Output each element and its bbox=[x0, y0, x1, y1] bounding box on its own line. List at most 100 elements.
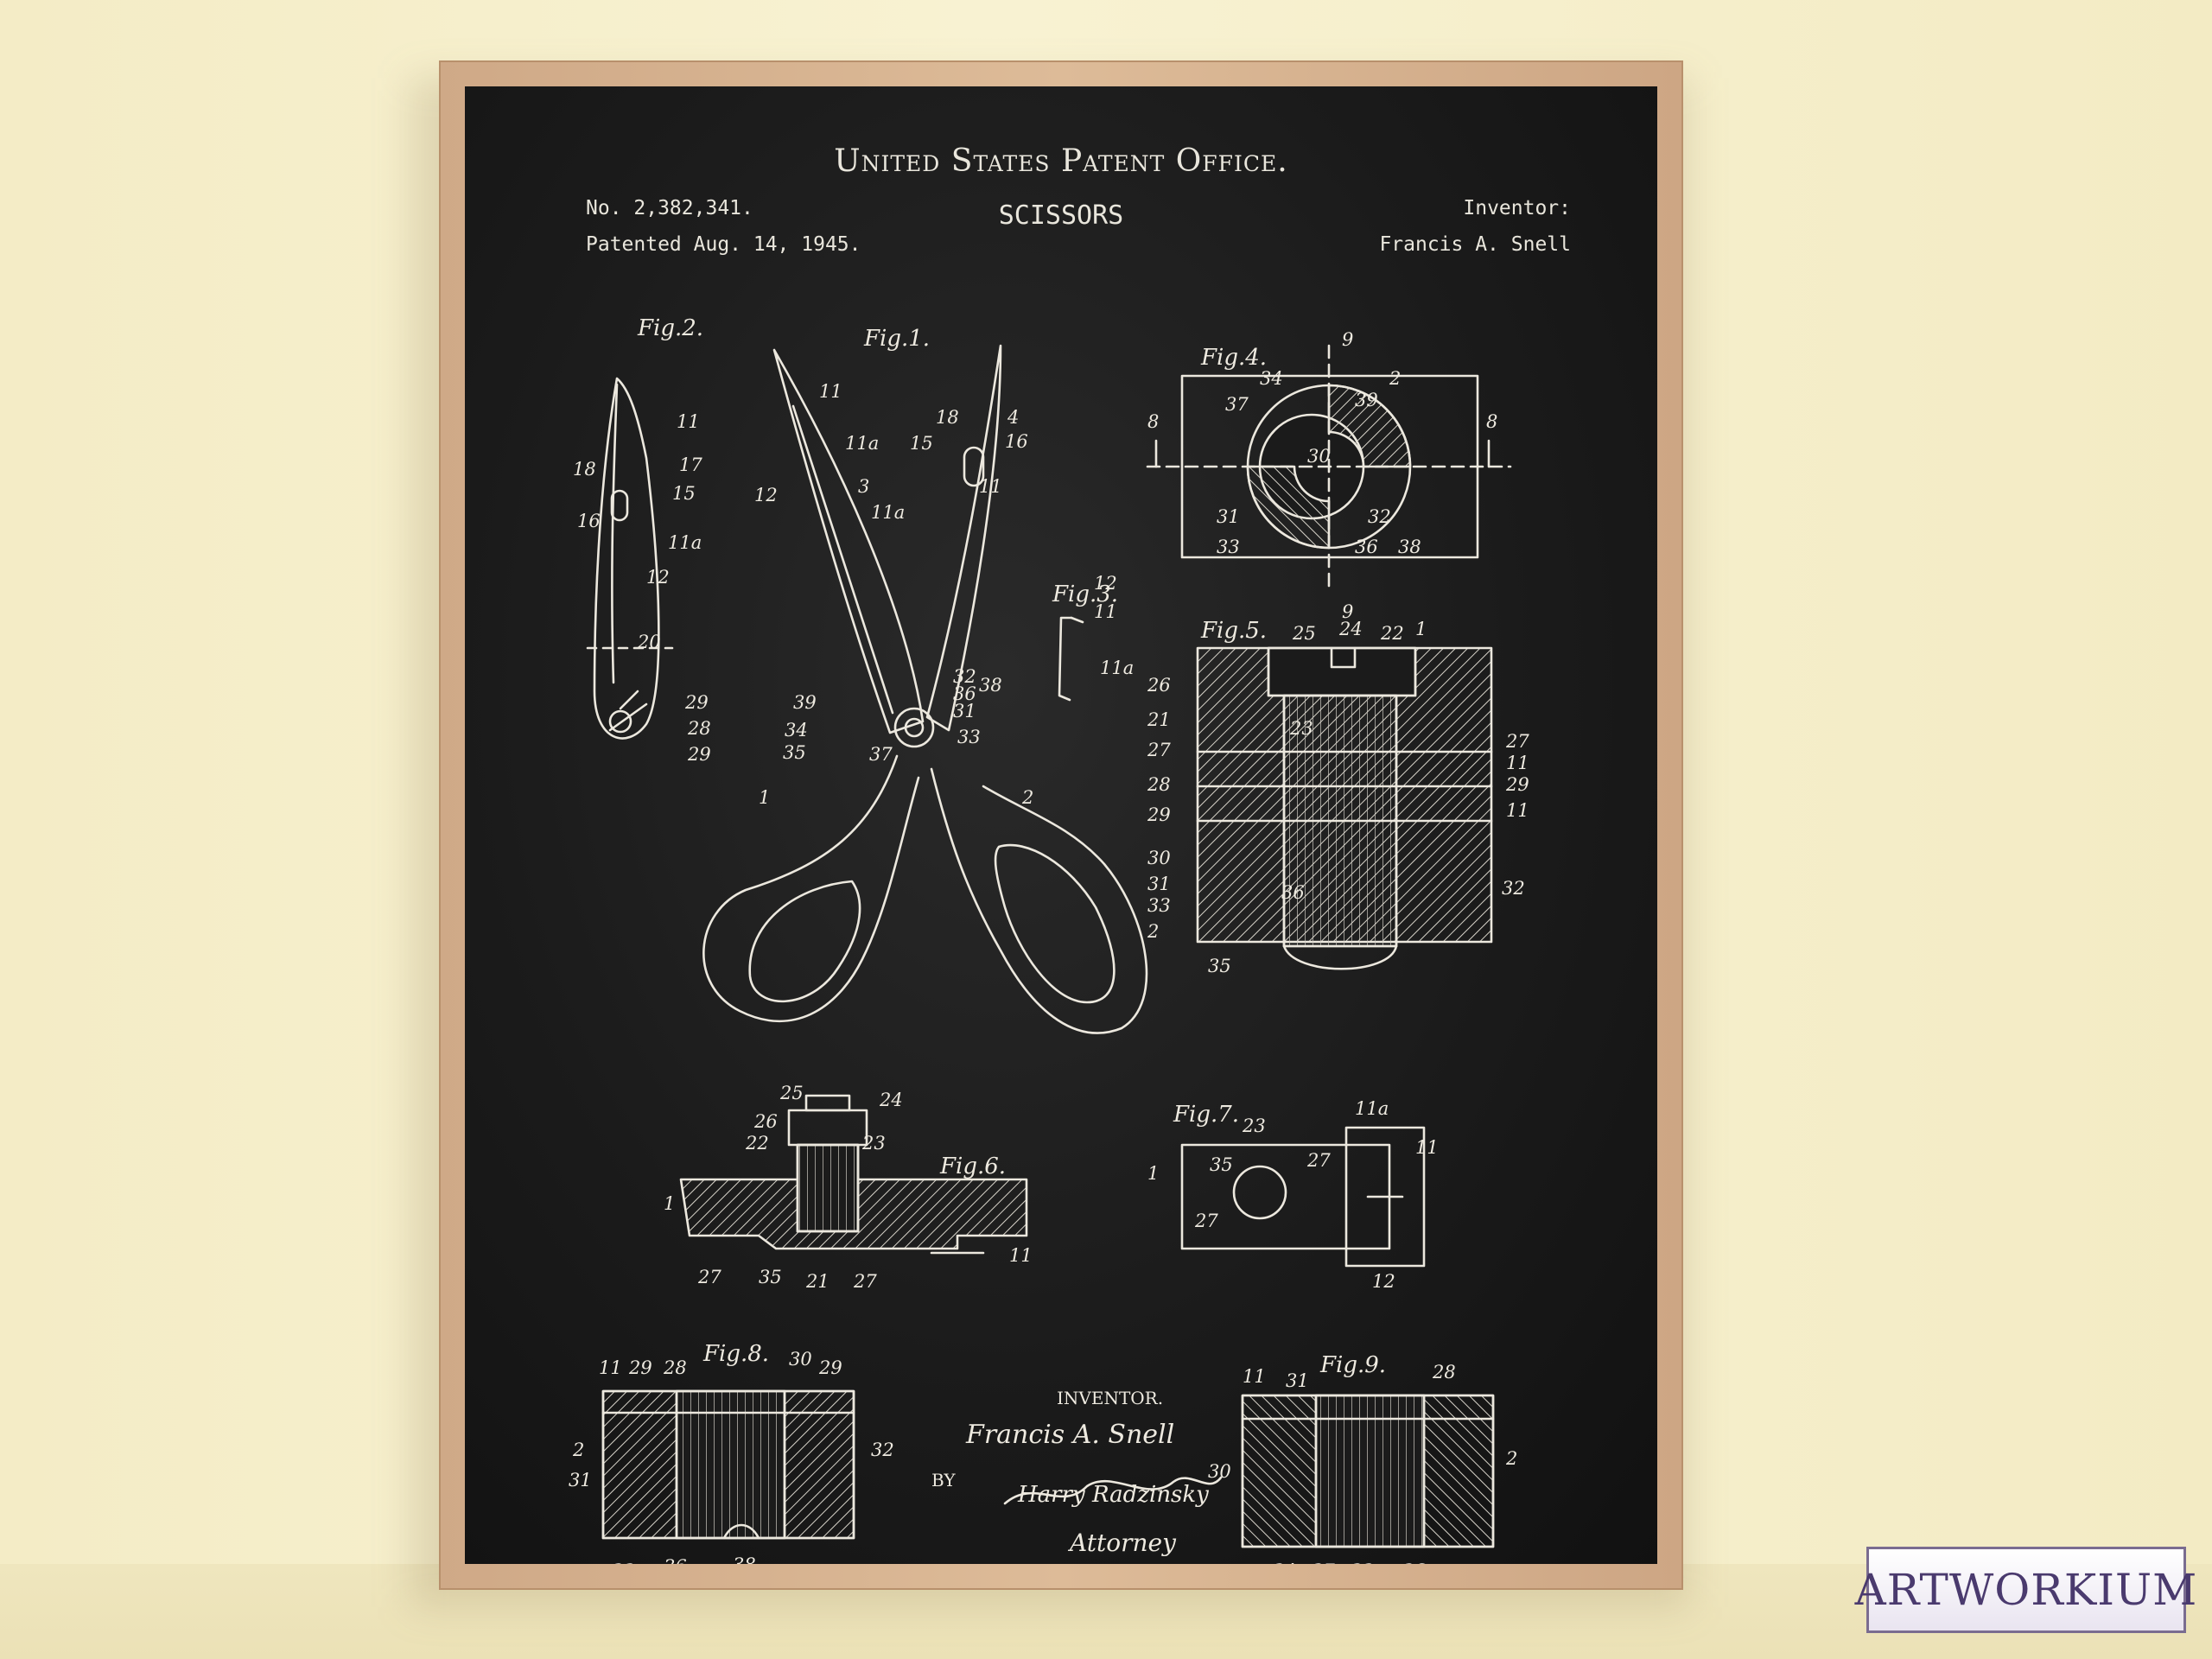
svg-text:36: 36 bbox=[1281, 882, 1305, 903]
svg-text:22: 22 bbox=[745, 1133, 769, 1154]
svg-text:11a: 11a bbox=[871, 502, 905, 523]
svg-text:18: 18 bbox=[936, 407, 959, 428]
fig6-label: Fig.6. bbox=[939, 1154, 1006, 1179]
svg-text:33: 33 bbox=[957, 727, 981, 747]
fig7-label: Fig.7. bbox=[1173, 1102, 1239, 1128]
svg-text:2: 2 bbox=[1021, 787, 1033, 808]
patent-title: SCISSORS bbox=[998, 200, 1124, 231]
svg-text:2: 2 bbox=[1505, 1448, 1517, 1469]
svg-text:32: 32 bbox=[1368, 506, 1391, 527]
svg-text:35: 35 bbox=[1208, 956, 1231, 976]
svg-text:11a: 11a bbox=[845, 433, 879, 454]
svg-text:12: 12 bbox=[754, 485, 778, 505]
svg-text:21: 21 bbox=[805, 1271, 830, 1292]
fig3-label: Fig.3. bbox=[1052, 582, 1118, 607]
svg-text:31: 31 bbox=[1286, 1370, 1309, 1391]
svg-text:28: 28 bbox=[687, 718, 711, 739]
svg-text:37: 37 bbox=[869, 744, 893, 765]
svg-text:15: 15 bbox=[910, 433, 933, 454]
patent-date: Patented Aug. 14, 1945. bbox=[586, 233, 861, 256]
svg-text:38: 38 bbox=[733, 1554, 756, 1564]
watermark-text: ARTWORKIUM bbox=[1854, 1565, 2198, 1615]
svg-text:12: 12 bbox=[1372, 1271, 1395, 1292]
svg-text:33: 33 bbox=[1351, 1560, 1374, 1564]
svg-text:38: 38 bbox=[979, 675, 1002, 696]
svg-text:15: 15 bbox=[672, 483, 696, 504]
svg-text:29: 29 bbox=[628, 1357, 652, 1378]
svg-text:11: 11 bbox=[1415, 1137, 1439, 1158]
svg-text:36: 36 bbox=[664, 1556, 687, 1564]
svg-text:2: 2 bbox=[1147, 921, 1159, 942]
fig9-drawing bbox=[1241, 1394, 1495, 1548]
svg-text:29: 29 bbox=[1147, 804, 1171, 825]
svg-text:27: 27 bbox=[1306, 1150, 1331, 1171]
svg-text:36: 36 bbox=[953, 683, 976, 704]
fig5-label: Fig.5. bbox=[1200, 618, 1267, 644]
svg-text:25: 25 bbox=[779, 1083, 804, 1103]
svg-text:32: 32 bbox=[1502, 878, 1525, 899]
svg-text:26: 26 bbox=[753, 1111, 778, 1132]
svg-text:30: 30 bbox=[1208, 1461, 1231, 1482]
svg-text:21: 21 bbox=[1147, 709, 1171, 730]
svg-text:34: 34 bbox=[785, 720, 808, 741]
svg-text:11: 11 bbox=[819, 381, 842, 402]
svg-text:11: 11 bbox=[1009, 1245, 1033, 1266]
fig1-scissors-drawing bbox=[702, 344, 1148, 1034]
svg-text:30: 30 bbox=[1147, 848, 1171, 868]
fig3-drawing bbox=[1058, 616, 1084, 702]
svg-text:23: 23 bbox=[1242, 1116, 1266, 1136]
svg-text:11: 11 bbox=[1506, 753, 1529, 773]
svg-text:1: 1 bbox=[1147, 1163, 1159, 1184]
svg-text:33: 33 bbox=[612, 1560, 635, 1564]
svg-text:27: 27 bbox=[1505, 731, 1529, 752]
svg-text:11: 11 bbox=[599, 1357, 622, 1378]
patent-drawings: Fig.2. Fig.1. Fig.3. Fig.4. Fig.5. Fig.6… bbox=[569, 315, 1529, 1564]
inventor-label: Inventor: bbox=[1463, 197, 1571, 219]
svg-text:27: 27 bbox=[697, 1267, 721, 1287]
svg-text:32: 32 bbox=[953, 666, 976, 687]
fig4-label: Fig.4. bbox=[1200, 345, 1267, 371]
svg-text:9: 9 bbox=[1342, 601, 1353, 622]
svg-text:35: 35 bbox=[1210, 1154, 1233, 1175]
svg-text:31: 31 bbox=[953, 701, 976, 721]
fig8-label: Fig.8. bbox=[702, 1341, 769, 1367]
svg-text:3: 3 bbox=[858, 476, 869, 497]
inventor-signature: Francis A. Snell bbox=[965, 1420, 1174, 1450]
fig6-drawing bbox=[679, 1094, 1028, 1255]
svg-text:8: 8 bbox=[1147, 411, 1159, 432]
svg-text:35: 35 bbox=[759, 1267, 782, 1287]
svg-text:35: 35 bbox=[783, 742, 806, 763]
svg-text:23: 23 bbox=[861, 1133, 886, 1154]
svg-text:17: 17 bbox=[679, 454, 702, 475]
svg-text:8: 8 bbox=[1486, 411, 1497, 432]
svg-text:12: 12 bbox=[646, 567, 670, 588]
svg-text:24: 24 bbox=[1338, 619, 1363, 639]
fig2-label: Fig.2. bbox=[637, 315, 703, 341]
svg-text:38: 38 bbox=[1398, 537, 1421, 557]
fig9-label: Fig.9. bbox=[1319, 1352, 1386, 1378]
svg-text:20: 20 bbox=[637, 632, 661, 652]
svg-text:11: 11 bbox=[1506, 800, 1529, 821]
svg-text:28: 28 bbox=[1147, 774, 1171, 795]
svg-text:1: 1 bbox=[664, 1193, 675, 1214]
svg-text:29: 29 bbox=[818, 1357, 842, 1378]
fig1-label: Fig.1. bbox=[863, 326, 930, 352]
svg-text:18: 18 bbox=[573, 459, 596, 480]
svg-text:23: 23 bbox=[1289, 718, 1313, 739]
svg-text:31: 31 bbox=[569, 1470, 592, 1491]
svg-text:36: 36 bbox=[1355, 537, 1378, 557]
svg-text:25: 25 bbox=[1292, 623, 1316, 644]
svg-text:29: 29 bbox=[684, 692, 709, 713]
svg-text:1: 1 bbox=[1415, 619, 1427, 639]
svg-text:27: 27 bbox=[1194, 1211, 1218, 1231]
fig7-drawing bbox=[1180, 1126, 1426, 1268]
svg-text:11: 11 bbox=[979, 476, 1002, 497]
fig8-drawing bbox=[601, 1389, 855, 1540]
svg-text:34: 34 bbox=[1273, 1560, 1296, 1564]
svg-text:39: 39 bbox=[793, 692, 817, 713]
svg-text:37: 37 bbox=[1312, 1560, 1335, 1564]
svg-text:37: 37 bbox=[1225, 394, 1249, 415]
svg-text:1: 1 bbox=[759, 787, 770, 808]
fig5-drawing bbox=[1196, 646, 1493, 970]
